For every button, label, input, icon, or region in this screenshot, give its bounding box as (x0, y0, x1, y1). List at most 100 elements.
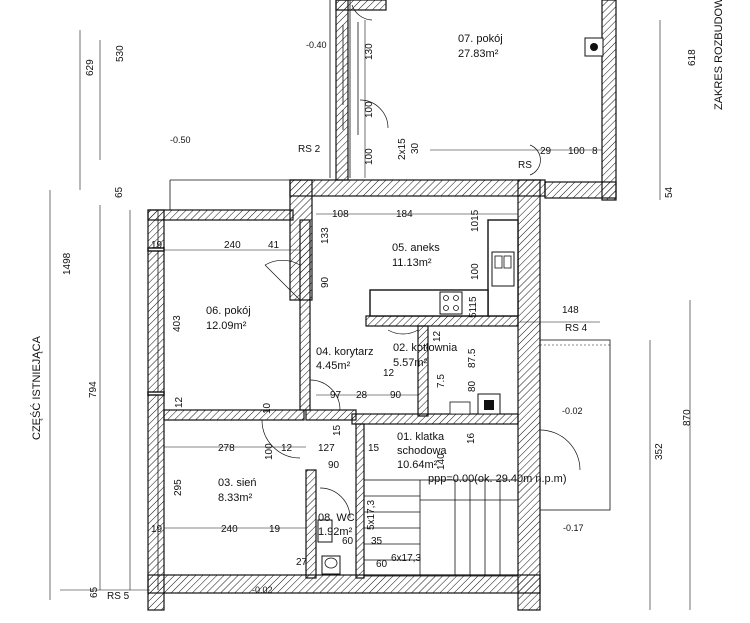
dim-90-c: 90 (328, 460, 340, 471)
dim-19-a: 19 (151, 240, 163, 251)
rs3-label: RS (518, 160, 532, 171)
dim-127: 127 (318, 443, 335, 454)
rs4-label: RS 4 (565, 323, 588, 334)
dim-618: 618 (687, 49, 698, 66)
dim-108: 108 (332, 209, 349, 220)
dim-54: 54 (664, 186, 675, 198)
dim-87-5: 87.5 (467, 348, 478, 368)
dim-12-a: 12 (432, 330, 443, 342)
dim-2x15: 2x15 (397, 138, 408, 160)
dim-352: 352 (654, 443, 665, 460)
room-05-area: 11.13m² (392, 257, 432, 269)
wall-int-boiler (417, 325, 429, 417)
dim-12-left: 12 (174, 396, 185, 408)
rs2-label: RS 2 (298, 144, 321, 155)
wall-int-06-04 (299, 219, 311, 411)
level-3: -0.02 (562, 406, 583, 416)
dim-5x17-3: 5x17,3 (366, 500, 377, 530)
entry-terrace (539, 339, 611, 511)
dim-130: 130 (364, 43, 375, 60)
level-4: -0.17 (563, 523, 584, 533)
dim-240-a: 240 (224, 240, 241, 251)
dim-19-b: 19 (151, 524, 163, 535)
dim-90-b: 90 (390, 390, 402, 401)
dim-100-b: 100 (364, 148, 375, 165)
dimension-lines (49, 20, 691, 610)
toilet-icon (321, 555, 341, 575)
wall-north-west (147, 209, 294, 221)
wall-bottom-upper (544, 181, 617, 199)
room-03-area: 8.33m² (218, 492, 253, 504)
level-5: -0.02 (252, 585, 273, 595)
dim-35: 35 (371, 536, 383, 547)
door-swing-mid (359, 99, 389, 129)
door-swing-top (351, 4, 373, 21)
wall-int-hall (305, 409, 357, 421)
dim-530: 530 (115, 45, 126, 62)
room-01-area: 10.64m² (397, 459, 438, 471)
dim-97: 97 (330, 390, 342, 401)
room-02-name: 02. kotłownia (393, 342, 458, 354)
dim-60-a: 60 (342, 536, 354, 547)
room-08-name: 08. WC (318, 512, 355, 524)
level-1: -0.40 (306, 40, 327, 50)
wall-north-main (289, 179, 546, 197)
wall-int-wc-e (355, 423, 365, 579)
dim-90-a: 90 (320, 276, 331, 288)
dim-403: 403 (172, 315, 183, 332)
dim-278: 278 (218, 443, 235, 454)
door-swing-02 (387, 329, 419, 335)
washbasin-icon (317, 519, 333, 543)
dim-41: 41 (268, 240, 280, 251)
wall-right-upper (601, 0, 617, 201)
dim-6x17-3: 6x17,3 (391, 553, 421, 564)
room-01-name-2: schodowa (397, 445, 447, 457)
dim-133: 133 (320, 227, 331, 244)
room-04-area: 4.45m² (316, 360, 351, 372)
dim-65-top: 65 (114, 186, 125, 198)
dim-5115: 5115 (468, 296, 479, 318)
door-swing-04 (309, 379, 341, 411)
dim-100-d: 100 (470, 263, 481, 280)
room-06-area: 12.09m² (206, 320, 247, 332)
room-07-area: 27.83m² (458, 48, 499, 60)
dim-27: 27 (296, 557, 308, 568)
dim-12-b: 12 (383, 368, 395, 379)
dim-1498: 1498 (62, 252, 73, 275)
dim-148: 148 (562, 305, 579, 316)
wall-left-upper (335, 0, 349, 181)
dim-100-e: 100 (264, 443, 275, 460)
door-swing-06 (264, 259, 301, 266)
wall-int-kitchen (365, 315, 519, 327)
room-06-name: 06. pokój (206, 305, 251, 317)
dim-629: 629 (85, 59, 96, 76)
door-swing-wc (319, 487, 351, 519)
wall-east-main (517, 179, 541, 611)
stove-icon (439, 291, 463, 315)
stove-counter (369, 289, 489, 317)
room-05-name: 05. aneks (392, 242, 440, 254)
room-01-name-1: 01. klatka (397, 431, 445, 443)
label-existing-part: CZĘŚĆ ISTNIEJĄCA (30, 335, 43, 440)
dim-870: 870 (682, 409, 693, 426)
sink-icon (491, 251, 515, 287)
dim-8: 8 (592, 146, 598, 157)
dim-19-c: 19 (269, 524, 281, 535)
wall-top-stub (335, 0, 387, 11)
dim-80: 80 (467, 380, 478, 392)
dim-100-c: 100 (568, 146, 585, 157)
dim-10: 10 (262, 402, 273, 414)
wall-int-wc-w (305, 469, 317, 579)
wall-int-06-03 (163, 409, 305, 421)
dim-16: 16 (466, 432, 477, 444)
dim-240-b: 240 (221, 524, 238, 535)
dim-184: 184 (396, 209, 413, 220)
dim-140: 140 (436, 453, 447, 470)
dim-100-a: 100 (364, 101, 375, 118)
room-03-name: 03. sień (218, 477, 257, 489)
dim-30: 30 (410, 142, 421, 154)
dim-15-a: 15 (332, 424, 343, 436)
level-2: -0.50 (170, 135, 191, 145)
rs5-label: RS 5 (107, 591, 130, 602)
